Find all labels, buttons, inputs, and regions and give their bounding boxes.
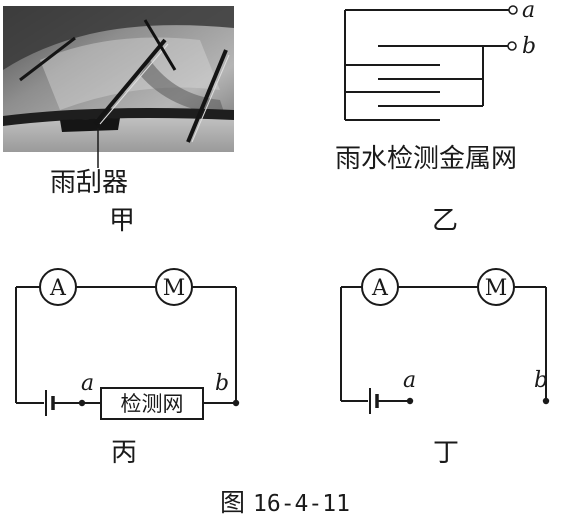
ding-terminal-a-label: a (403, 368, 416, 393)
terminal-a-ring (508, 5, 518, 15)
bing-terminal-b-dot (232, 399, 240, 407)
figure-title: 图 16-4-11 (220, 488, 350, 519)
ding-terminal-a-dot (406, 397, 414, 405)
wiper-photo (3, 6, 234, 152)
bing-motor-label: M (163, 276, 186, 301)
panel-label-jia: 甲 (108, 206, 136, 236)
wiper-arm-right (186, 49, 228, 143)
wiper-arm-left-highlight (99, 43, 169, 125)
ding-ammeter-label: A (371, 276, 389, 301)
car-roof-shadow (3, 6, 234, 70)
ding-terminal-b-dot (542, 397, 550, 405)
mesh-terminal-a-label: a (522, 0, 535, 23)
circuit-bing (15, 268, 240, 420)
bing-ammeter-symbol (39, 268, 77, 306)
ding-ammeter-symbol (361, 268, 399, 306)
wiper-arm-right-highlight (191, 54, 230, 143)
mesh-caption: 雨水检测金属网 (335, 144, 518, 174)
wiper-pivot-housing (60, 118, 120, 132)
panel-label-yi: 乙 (431, 206, 459, 236)
figure-title-prefix: 图 (220, 488, 246, 517)
ding-motor-label: M (485, 276, 508, 301)
ding-terminal-b-label: b (534, 368, 548, 393)
wiper-callout-label: 雨刮器 (50, 168, 129, 198)
wiper-arm-left (93, 38, 167, 126)
bing-ammeter-label: A (49, 276, 67, 301)
bing-terminal-a-dot (78, 399, 86, 407)
mesh-terminal-b-label: b (522, 34, 536, 59)
metal-mesh (344, 5, 518, 121)
windscreen-reflection (40, 37, 220, 110)
figure-title-number: 16-4-11 (253, 491, 350, 517)
panel-label-bing: 丙 (110, 438, 138, 468)
bing-terminal-a-label: a (81, 371, 94, 396)
bing-terminal-b-label: b (215, 371, 229, 396)
windscreen-base-strip (3, 108, 234, 126)
bing-detector-label: 检测网 (121, 392, 184, 416)
wiper-blade-left (143, 19, 177, 71)
wiper-blade-far-left (19, 36, 76, 82)
bing-motor-symbol (155, 268, 193, 306)
terminal-b-ring (507, 41, 517, 51)
bing-detector-box (100, 387, 204, 420)
circuit-ding (340, 268, 550, 414)
ding-motor-symbol (477, 268, 515, 306)
panel-label-ding: 丁 (432, 438, 460, 468)
